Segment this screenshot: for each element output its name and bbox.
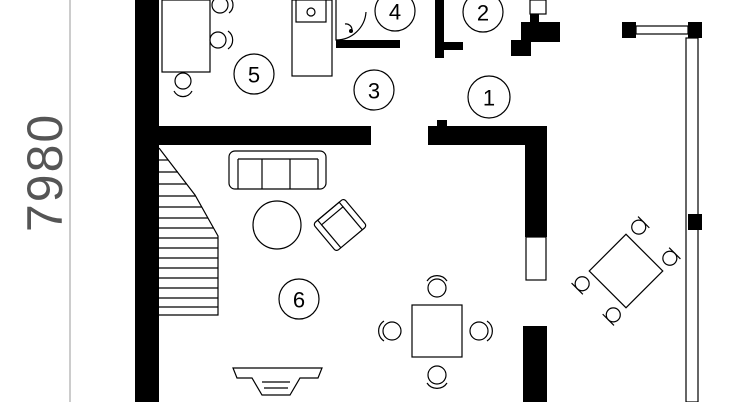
room-number-4: 4 [389, 0, 401, 25]
coffee-table [252, 200, 302, 250]
room-number-2: 2 [477, 1, 489, 26]
wall-hall-living [428, 126, 547, 145]
door-swing [335, 0, 367, 41]
room-number-3: 3 [368, 79, 380, 104]
terrace-table [571, 216, 681, 326]
room-label-3: 3 [353, 69, 395, 111]
room-label-1: 1 [467, 75, 511, 119]
wall-block-2 [511, 40, 531, 56]
wall-kitchen-living [159, 126, 371, 145]
room-number-5: 5 [248, 63, 260, 88]
terrace-rail-top [635, 25, 689, 35]
sofa [228, 150, 327, 190]
kitchen-sink [295, 0, 327, 23]
window-top [529, 0, 547, 15]
sink-drain [306, 7, 316, 17]
dimension-label: 7980 [17, 113, 73, 232]
kitchen-chairs [173, 0, 234, 98]
wall-left [135, 0, 159, 402]
door-handle [349, 29, 353, 33]
armchair [313, 198, 367, 252]
wall-wc-left [435, 0, 444, 58]
staircase [158, 147, 219, 316]
kitchen-table [161, 0, 211, 73]
wall-block [521, 22, 560, 42]
room-number-1: 1 [483, 86, 495, 111]
window-right [525, 236, 547, 281]
wall-right-upper [525, 145, 547, 237]
dining-table [411, 304, 463, 358]
wall-stub [437, 120, 447, 126]
terrace-post-mid [688, 214, 702, 230]
room-label-4: 4 [374, 0, 416, 32]
dining-chairs [378, 275, 493, 389]
room-number-6: 6 [293, 288, 305, 313]
wall-pantry [336, 40, 400, 48]
terrace-post-left [622, 22, 636, 38]
fireplace [232, 367, 323, 396]
wall-right-lower [523, 326, 547, 402]
terrace-post-right [688, 22, 702, 38]
room-label-6: 6 [278, 278, 320, 320]
room-label-2: 2 [462, 0, 504, 33]
wall-wc-bottom [444, 42, 463, 50]
room-label-5: 5 [233, 53, 275, 95]
